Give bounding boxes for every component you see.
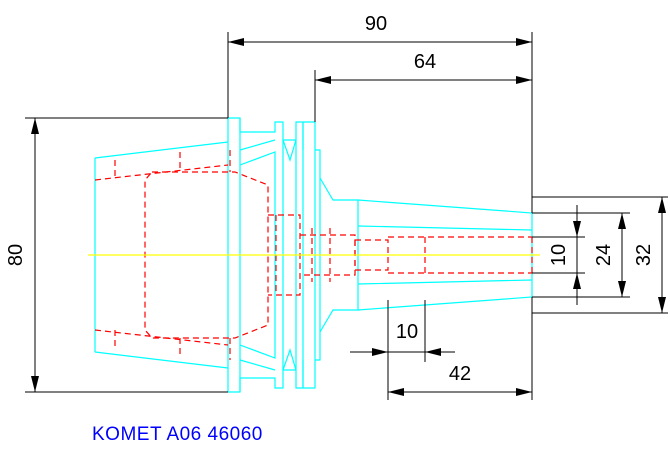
dimension-bore-depth: 10 bbox=[350, 300, 455, 400]
shank-length-label: 64 bbox=[414, 51, 436, 73]
dimension-overall-length: 90 bbox=[227, 13, 533, 213]
bore-depth-label: 10 bbox=[396, 321, 418, 343]
shank-inner-line bbox=[357, 225, 533, 285]
flange-diameter-label: 80 bbox=[5, 244, 27, 266]
bore-diameter-label: 10 bbox=[548, 244, 570, 266]
overall-length-label: 90 bbox=[365, 13, 387, 35]
collet-seat bbox=[354, 239, 389, 271]
dimension-bore-diameter: 10 bbox=[532, 205, 585, 305]
cavity-steps bbox=[114, 150, 231, 360]
dimension-tip-inner-diameter: 24 bbox=[532, 212, 630, 298]
tip-outer-diameter-label: 32 bbox=[633, 244, 655, 266]
inner-taper-bore bbox=[94, 164, 229, 346]
bore-channel bbox=[388, 236, 533, 274]
inner-cavity bbox=[144, 171, 269, 339]
dimension-shank-length: 64 bbox=[314, 51, 532, 122]
flange-top-detail bbox=[239, 118, 304, 166]
dimension-flange-diameter: 80 bbox=[5, 117, 228, 393]
dimension-bore-length: 42 bbox=[388, 297, 533, 400]
bore-length-label: 42 bbox=[449, 363, 471, 385]
tip-inner-diameter-label: 24 bbox=[593, 244, 615, 266]
dimensions: 90 64 80 10 bbox=[5, 13, 668, 400]
dimension-tip-outer-diameter: 32 bbox=[532, 196, 668, 314]
flange-bottom-detail bbox=[239, 344, 304, 392]
part-number-caption: KOMET A06 46060 bbox=[92, 424, 263, 445]
